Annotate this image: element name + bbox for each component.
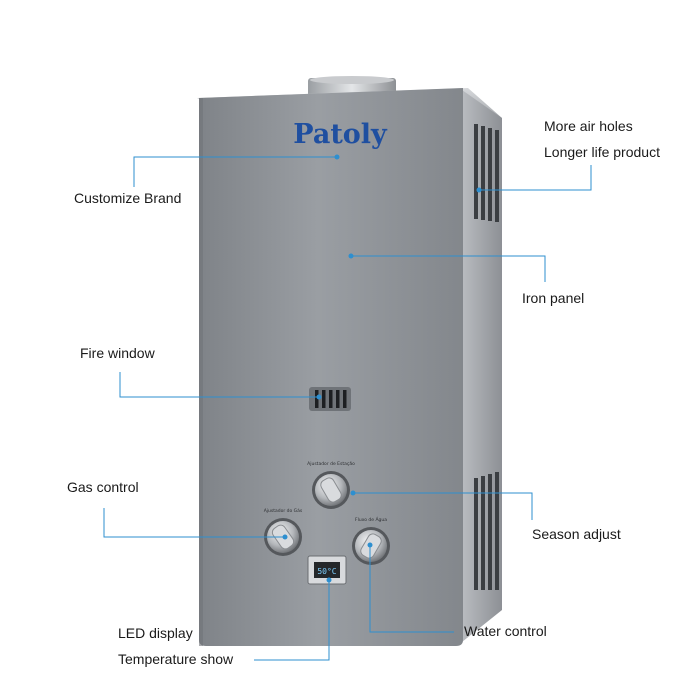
svg-text:Ajustador do Gás: Ajustador do Gás <box>264 507 303 514</box>
leader-season-adjust <box>353 492 533 520</box>
label-temperature-show: Temperature show <box>118 651 234 667</box>
label-iron-panel: Iron panel <box>522 290 585 306</box>
label-led-display: LED display <box>118 625 193 641</box>
leader-customize-brand <box>133 156 337 187</box>
leader-air-holes <box>479 165 592 191</box>
fire-window <box>309 387 351 411</box>
air-holes-lower <box>474 472 499 590</box>
leader-iron-panel <box>351 255 546 282</box>
label-more-air-holes: More air holes <box>544 118 633 134</box>
leader-led-display <box>254 580 330 661</box>
label-customize-brand: Customize Brand <box>74 190 182 206</box>
air-holes-upper <box>474 124 499 222</box>
svg-text:Fluxo de Água: Fluxo de Água <box>355 516 387 523</box>
led-reading: 50°C <box>317 567 336 576</box>
leader-fire-window <box>119 372 319 398</box>
svg-text:Ajustador de Estação: Ajustador de Estação <box>307 461 355 467</box>
label-season-adjust: Season adjust <box>532 526 621 542</box>
brand-logo: Patoly <box>293 119 388 150</box>
leader-gas-control <box>103 508 285 538</box>
leader-lines <box>103 154 592 661</box>
label-fire-window: Fire window <box>80 345 155 361</box>
heater-front-panel <box>199 88 463 646</box>
label-gas-control: Gas control <box>67 479 139 495</box>
label-longer-life: Longer life product <box>544 144 660 160</box>
leader-water-control <box>369 545 454 633</box>
season-adjust-knob[interactable]: Ajustador de Estação <box>307 461 355 509</box>
led-display: 50°C <box>307 555 347 585</box>
heater-body <box>197 88 502 646</box>
label-water-control: Water control <box>464 623 547 639</box>
